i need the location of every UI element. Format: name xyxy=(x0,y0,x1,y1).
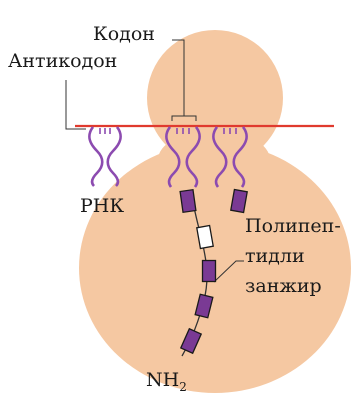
amino-acid-block xyxy=(180,190,196,213)
rna-label: РНК xyxy=(80,195,124,217)
nh-text: NH xyxy=(146,369,179,391)
free-trna xyxy=(89,127,120,186)
anticodon-label: Антикодон xyxy=(8,50,117,72)
chain-label-line3: занжир xyxy=(245,275,322,297)
amino-acid-block xyxy=(203,261,216,282)
nh-subscript: 2 xyxy=(179,380,187,394)
chain-label-line1: Полипеп- xyxy=(245,215,341,237)
codon-label: Кодон xyxy=(93,23,155,45)
amino-acid-block xyxy=(197,226,213,249)
chain-label-line2: тидли xyxy=(245,245,305,267)
anticodon-leader xyxy=(66,80,86,129)
amino-acid-block xyxy=(231,190,247,213)
